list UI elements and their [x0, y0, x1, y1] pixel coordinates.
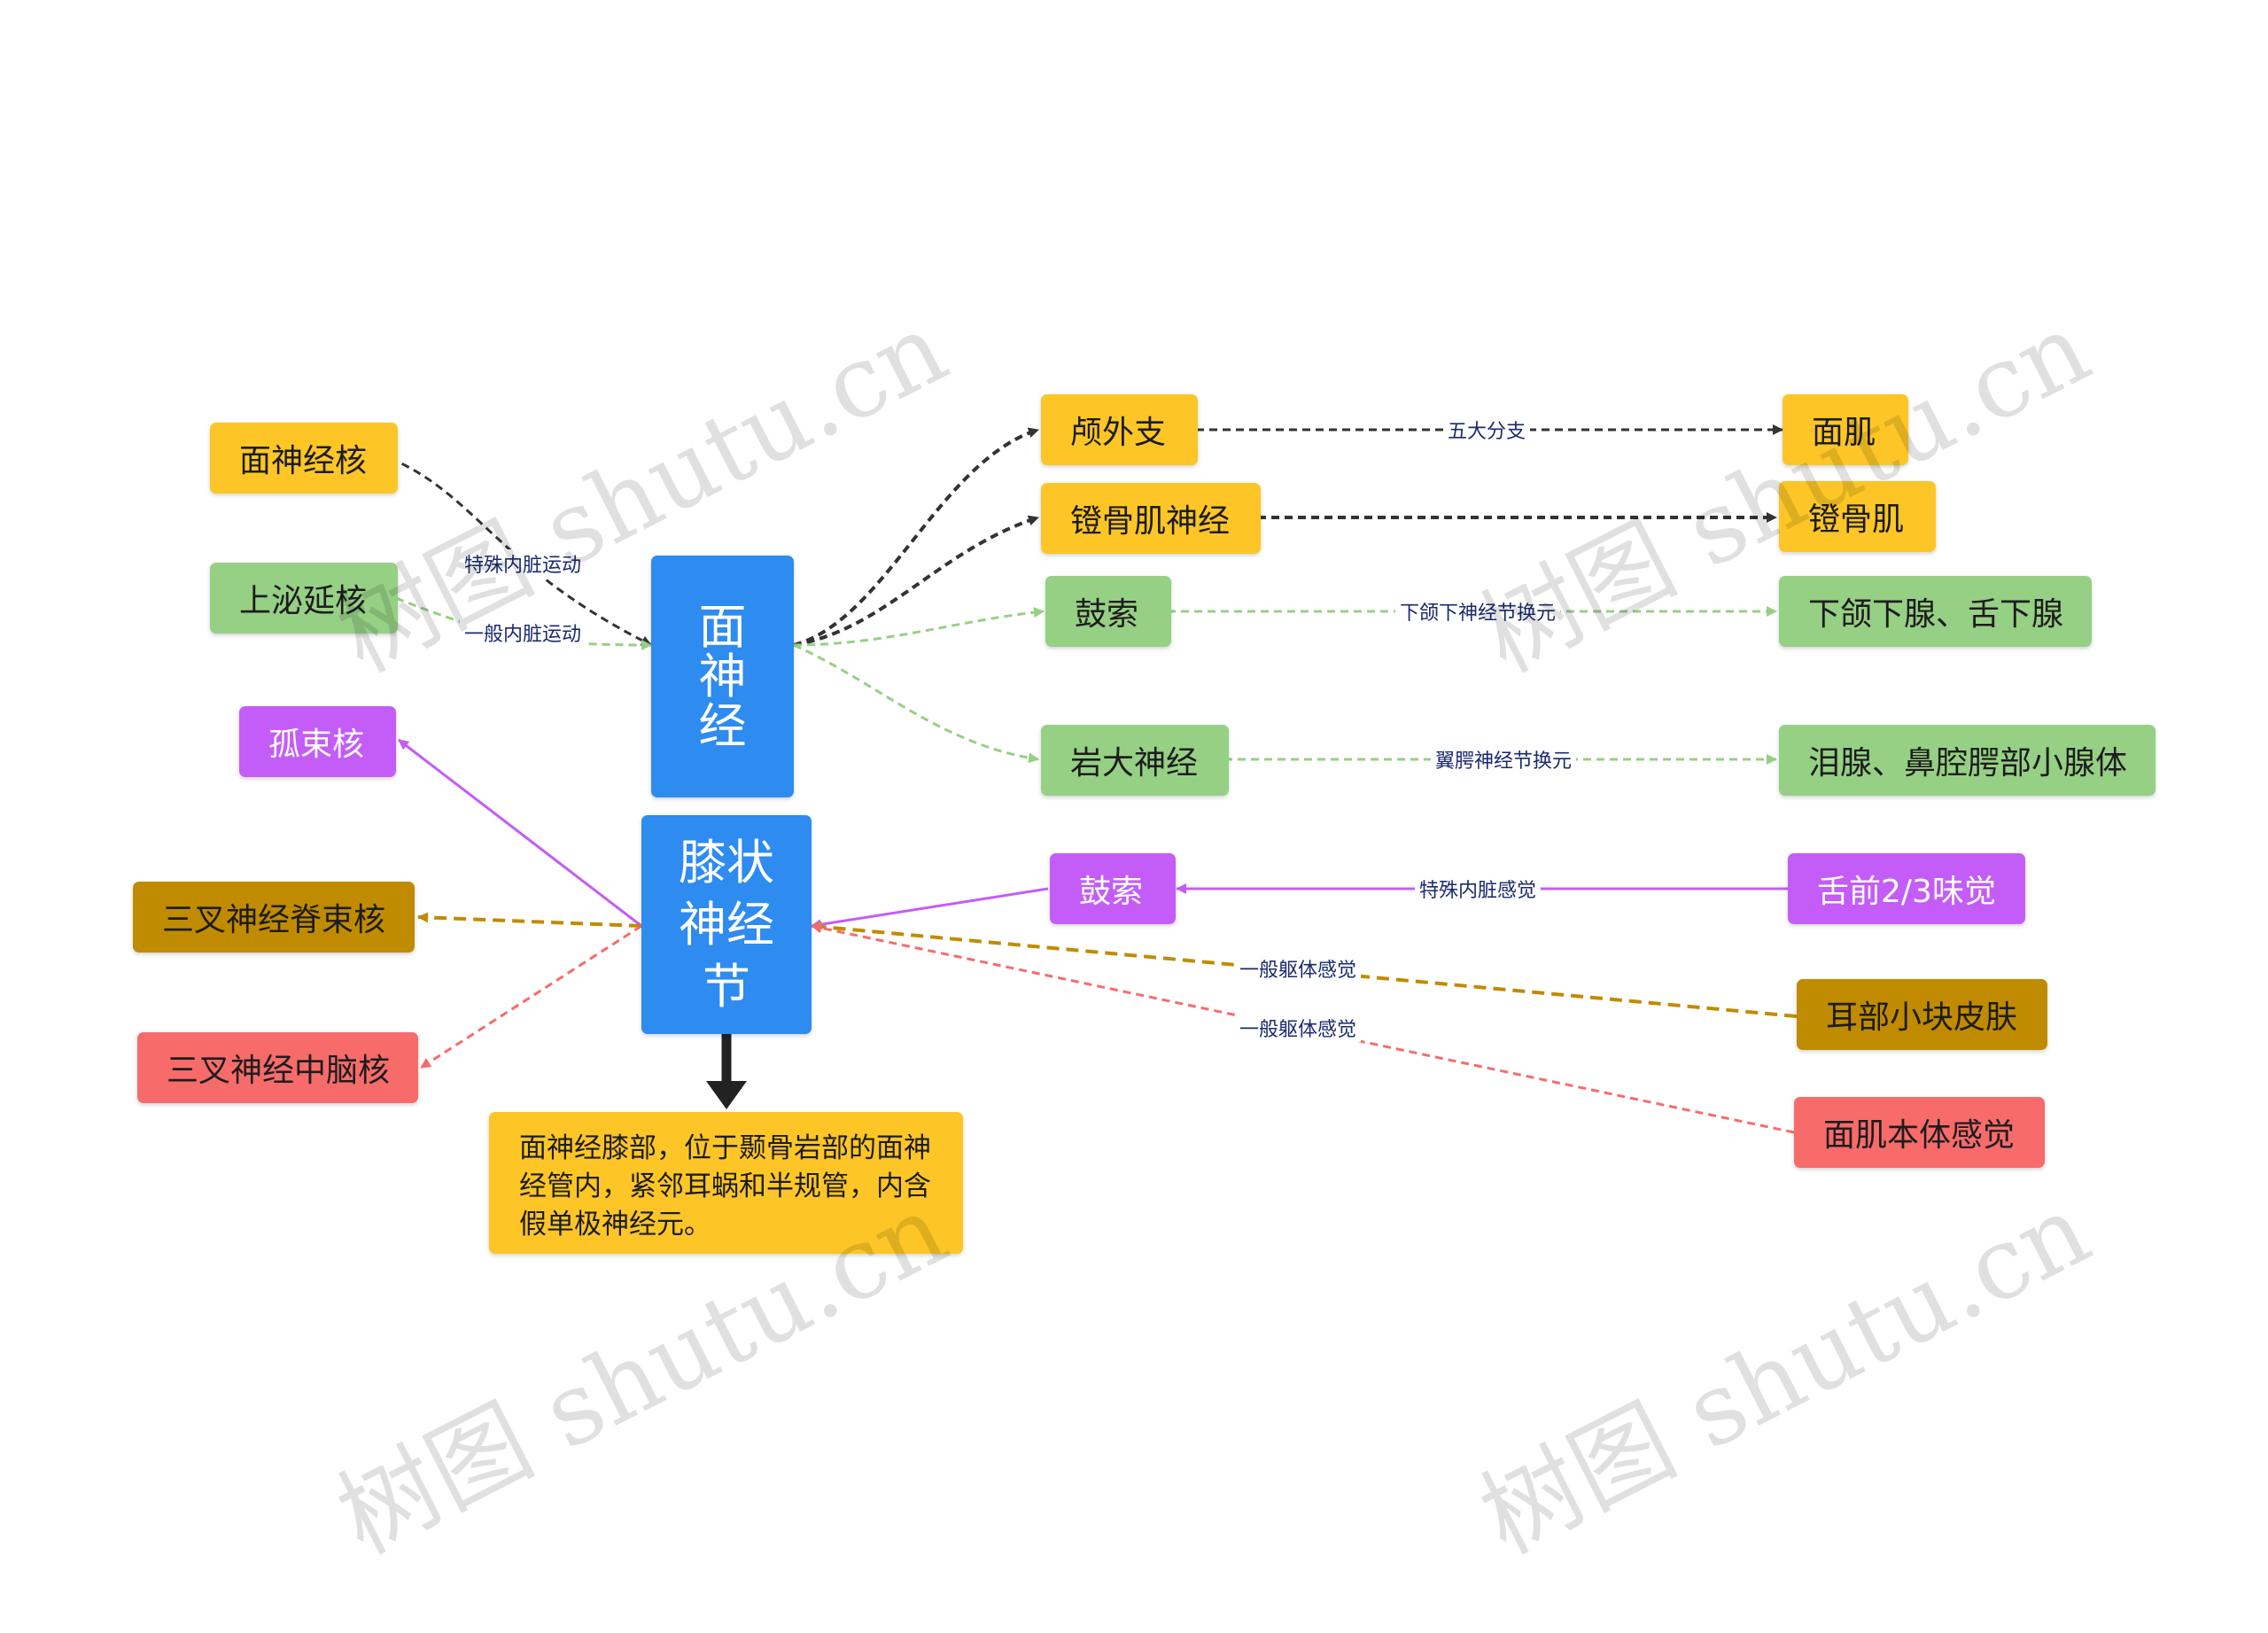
- node-anterior-tongue-taste[interactable]: 舌前2/3味觉: [1788, 853, 2025, 924]
- node-facial-muscle[interactable]: 面肌: [1783, 394, 1908, 465]
- link-center-to-stapedius-nerve: [793, 515, 1039, 647]
- ganglion-description: 面神经膝部，位于颞骨岩部的面神经管内，紧邻耳蜗和半规管，内含假单极神经元。: [489, 1112, 963, 1254]
- node-facial-muscle-proprioception[interactable]: 面肌本体感觉: [1794, 1097, 2045, 1168]
- node-stapedius-muscle[interactable]: 镫骨肌: [1779, 481, 1936, 552]
- node-trigeminal-spinal-nucleus[interactable]: 三叉神经脊束核: [133, 882, 415, 953]
- link-ganglion-to-trigeminal-mesen: [420, 924, 642, 1069]
- link-facial-nucleus-to-center: [389, 456, 652, 647]
- link-center-to-chorda1: [793, 607, 1045, 647]
- edge-label-general-somatic-sense-2: 一般躯体感觉: [1234, 1014, 1362, 1042]
- geniculate-ganglion[interactable]: 膝状神经节: [641, 815, 812, 1034]
- node-chorda-tympani-motor[interactable]: 鼓索: [1045, 576, 1171, 647]
- edge-label-special-visceral-sense: 特殊内脏感觉: [1414, 875, 1542, 903]
- node-facial-nucleus[interactable]: 面神经核: [210, 423, 398, 494]
- node-greater-petrosal-nerve[interactable]: 岩大神经: [1041, 725, 1229, 796]
- node-chorda-tympani-sensory[interactable]: 鼓索: [1050, 853, 1176, 924]
- link-center-to-petrosal: [793, 643, 1039, 764]
- edge-label-general-somatic-sense-1: 一般躯体感觉: [1234, 954, 1362, 983]
- node-trigeminal-mesencephalic-nucleus[interactable]: 三叉神经中脑核: [137, 1032, 418, 1103]
- edge-label-general-visceral-motor: 一般内脏运动: [459, 618, 586, 647]
- edge-label-special-visceral-motor: 特殊内脏运动: [459, 549, 586, 578]
- description-arrowhead: [706, 1081, 747, 1109]
- edge-label-submandibular-relay: 下颌下神经节换元: [1394, 597, 1561, 626]
- edge-label-pterygopalatine-relay: 翼腭神经节换元: [1430, 745, 1577, 774]
- link-ganglion-to-trigeminal-spinal: [417, 912, 642, 928]
- center-facial-nerve[interactable]: 面 神 经: [651, 556, 794, 797]
- link-ganglion-to-solitary: [398, 738, 642, 928]
- node-extracranial-branch[interactable]: 颅外支: [1041, 394, 1198, 465]
- edge-label-five-branches: 五大分支: [1442, 416, 1531, 444]
- link-chorda2-to-ganglion: [811, 887, 1049, 930]
- node-superior-salivatory-nucleus[interactable]: 上泌延核: [210, 563, 398, 634]
- node-submandibular-sublingual-glands[interactable]: 下颌下腺、舌下腺: [1779, 576, 2092, 647]
- node-solitary-nucleus[interactable]: 孤束核: [239, 706, 396, 777]
- link-center-to-extracranial: [793, 427, 1039, 647]
- link-proprio-to-ganglion: [811, 922, 1795, 1134]
- node-ear-skin[interactable]: 耳部小块皮肤: [1797, 979, 2047, 1050]
- node-lacrimal-nasal-glands[interactable]: 泪腺、鼻腔腭部小腺体: [1779, 725, 2155, 796]
- node-stapedius-nerve[interactable]: 镫骨肌神经: [1041, 483, 1261, 554]
